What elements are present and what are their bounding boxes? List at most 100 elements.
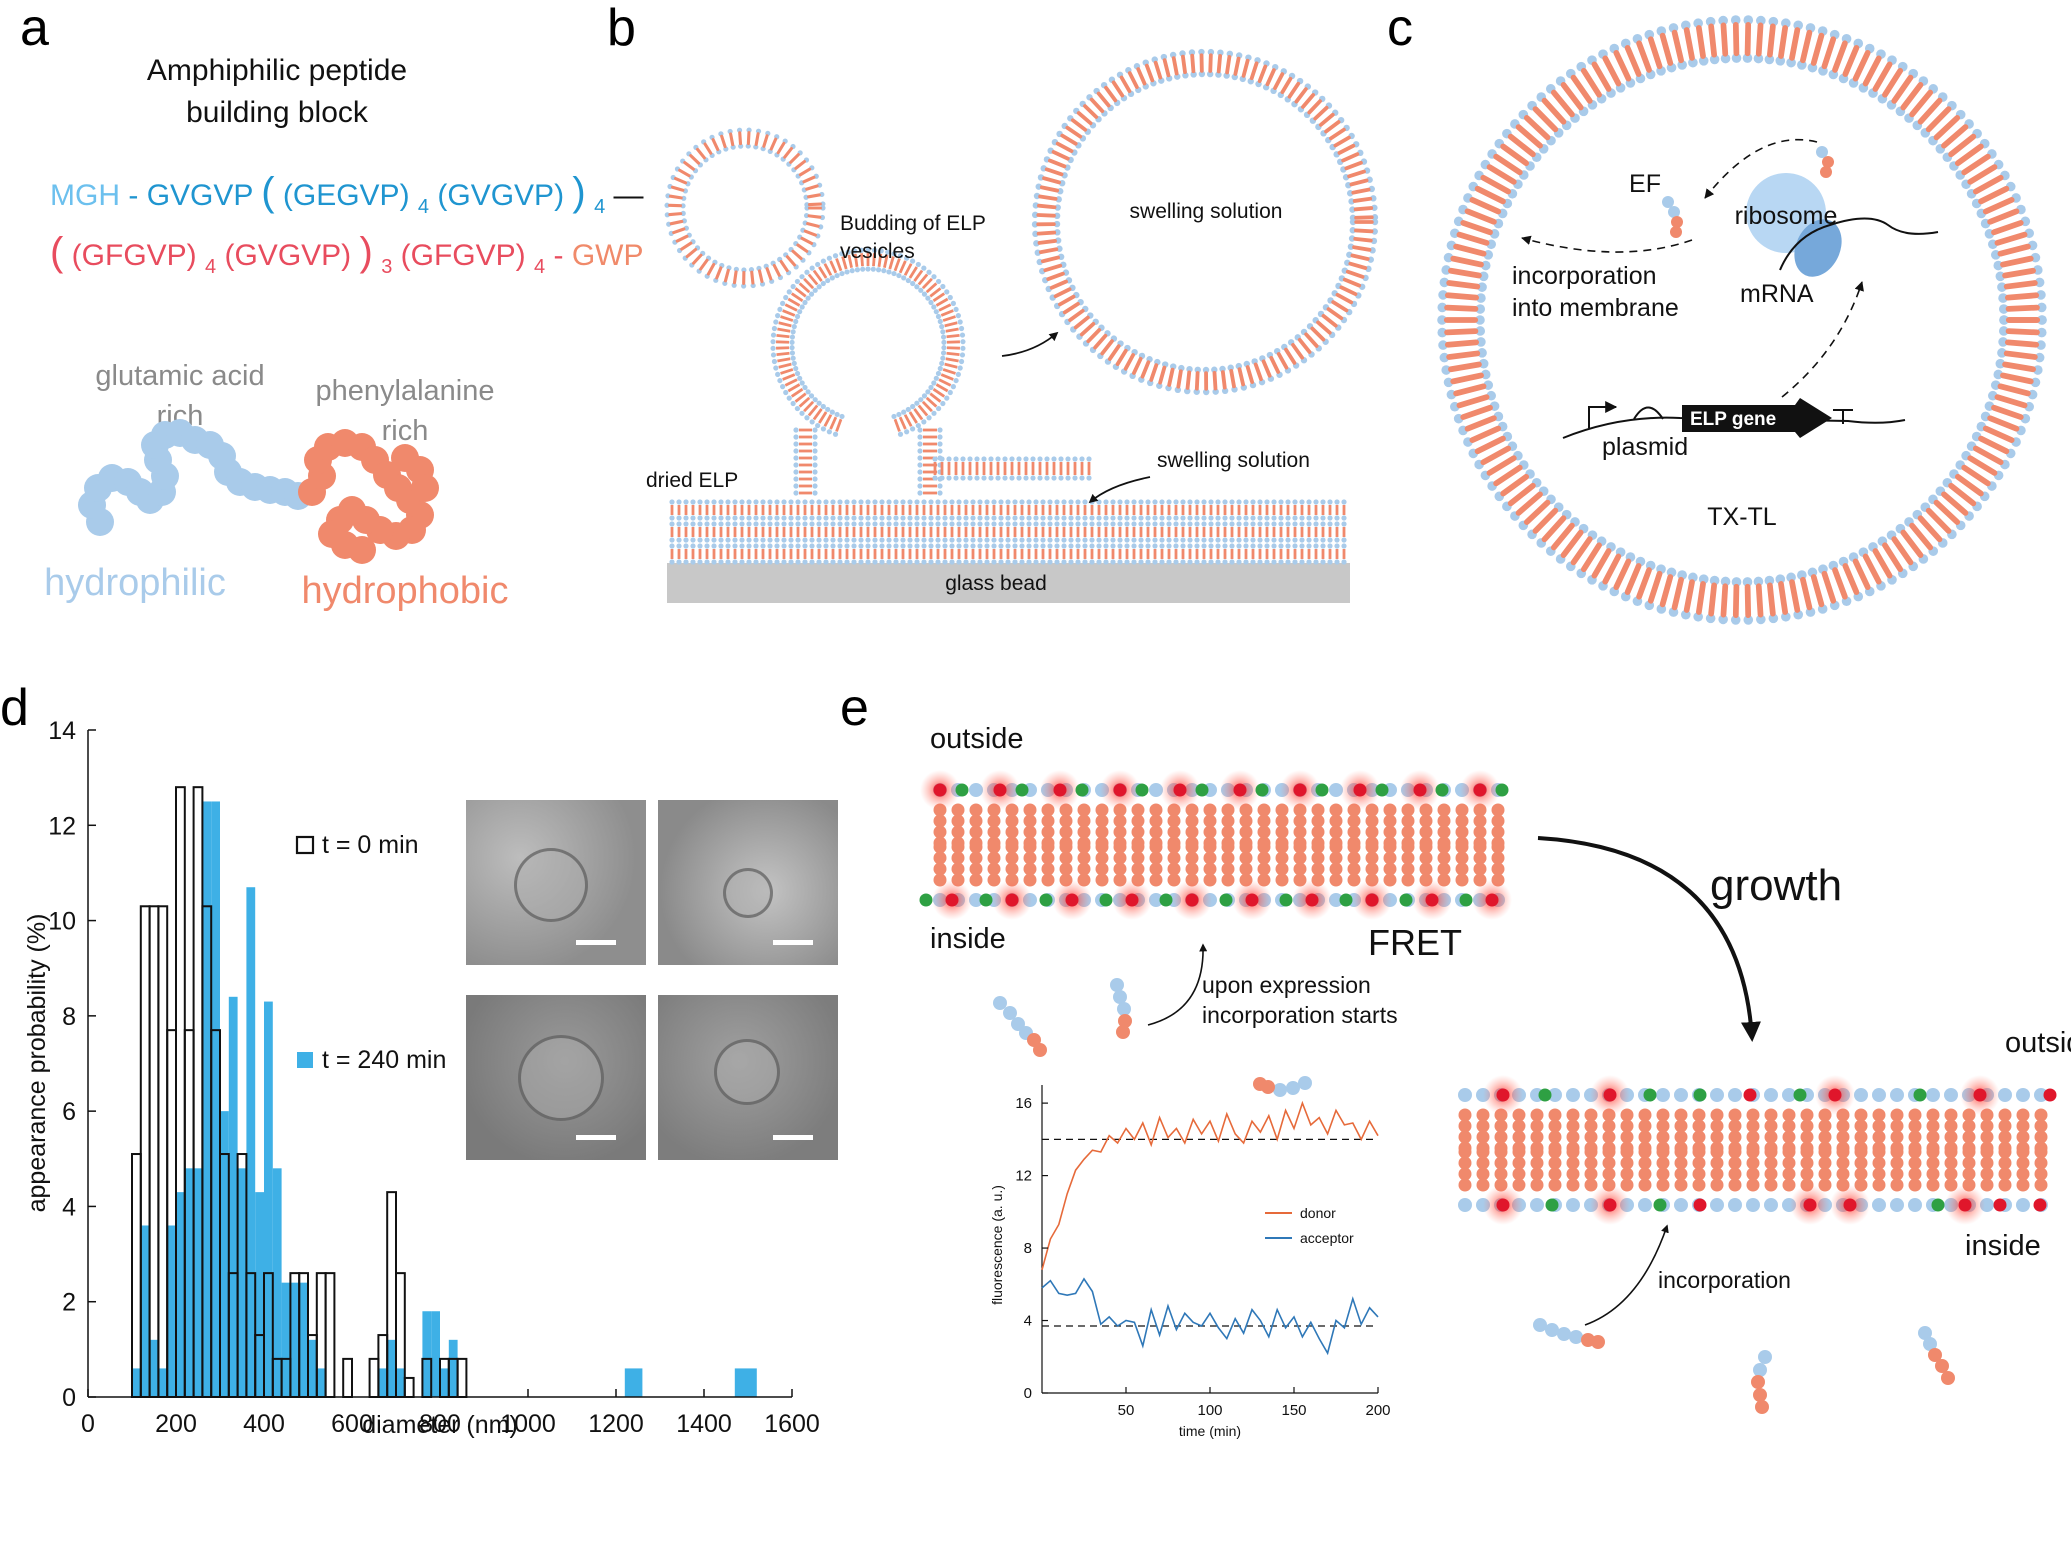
head-group	[2034, 277, 2045, 288]
hydrophobic-tail	[1744, 583, 1752, 619]
head-group	[1047, 559, 1053, 565]
hydrophobic-bead	[1944, 1130, 1958, 1144]
hydrophobic-bead	[1275, 814, 1289, 828]
hydrophobic-tail	[1613, 558, 1632, 590]
histogram-bar-t240	[387, 1339, 396, 1397]
hydrophobic-bead	[1419, 840, 1433, 854]
head-group	[809, 265, 815, 271]
hydrophobic-bead	[1311, 825, 1325, 839]
head-group	[1096, 515, 1102, 521]
hydrophobic-bead	[1239, 862, 1253, 876]
head-group	[809, 521, 815, 527]
hydrophobic-tail	[1123, 353, 1136, 371]
donor-dye	[1315, 783, 1329, 797]
hydrophobic-tail	[807, 273, 819, 286]
head-group	[837, 499, 843, 505]
histogram-bar-t0	[148, 905, 160, 1398]
hydrophobic-tail	[1339, 285, 1358, 296]
hydrophobic-tail	[1444, 328, 1479, 336]
head-group	[977, 543, 983, 549]
hydrophobic-tail	[932, 292, 946, 302]
head-group	[1040, 499, 1046, 505]
histogram-bar-t240	[734, 1368, 757, 1397]
head-group	[774, 521, 780, 527]
hydrophobic-tail	[1695, 581, 1706, 615]
hydrophobic-bead	[2034, 1108, 2048, 1122]
head-group	[1693, 18, 1703, 29]
head-group	[1229, 521, 1235, 527]
histogram-bar-t240	[140, 1225, 150, 1397]
sequence-line-1: MGH - GVGVP ( (GEGVP) 4 (GVGVP) ) 4 —	[50, 170, 644, 220]
hydrophobic-tail	[1297, 337, 1312, 354]
hydrophobic-bead	[1347, 873, 1361, 887]
y-tick-label: 16	[1015, 1095, 1032, 1112]
hydrophobic-tail	[1591, 61, 1612, 92]
head-group	[921, 291, 928, 297]
hydrophobic-bead	[1782, 1108, 1796, 1122]
head-group	[1775, 56, 1786, 66]
hydrophobic-bead	[1800, 1156, 1814, 1170]
head-group	[1054, 537, 1060, 543]
hydrophobic-tail	[913, 408, 924, 421]
head-group	[823, 537, 829, 543]
histogram-bar-t240	[378, 1368, 388, 1397]
hydrophobic-tail	[1474, 435, 1506, 455]
head-group	[963, 521, 969, 527]
hydrophobic-bead	[1980, 1156, 1994, 1170]
dried-elp-layer	[669, 543, 1347, 565]
head-group	[676, 499, 682, 505]
hydrophobic-bead	[1818, 1130, 1832, 1144]
hydrophobic-tail	[1862, 553, 1882, 585]
head-group	[1103, 543, 1109, 549]
head-group	[998, 543, 1004, 549]
head-group	[886, 515, 892, 521]
head-group	[1079, 456, 1085, 462]
acceptor-dye	[1828, 1088, 1842, 1102]
head-group	[1149, 783, 1163, 797]
head-group	[718, 515, 724, 521]
hydrophobic-bead	[1329, 814, 1343, 828]
hydrophobic-tail	[790, 292, 804, 302]
head-group	[1075, 521, 1081, 527]
head-group	[1180, 521, 1186, 527]
hydrophobic-tail	[1058, 294, 1076, 307]
hydrophobic-tail	[1253, 362, 1263, 382]
hydrophobic-tail	[1216, 53, 1223, 74]
head-group	[917, 434, 923, 440]
hydrophobic-bead	[348, 536, 376, 564]
head-group	[745, 143, 751, 149]
head-group	[793, 462, 799, 468]
head-group	[1371, 204, 1378, 211]
head-group	[1124, 537, 1130, 543]
hydrophobic-tail	[917, 273, 929, 286]
hydrophobic-bead	[1491, 862, 1505, 876]
head-group	[767, 559, 773, 565]
hydrophobic-bead	[1131, 862, 1145, 876]
head-group	[697, 499, 703, 505]
hydrophobic-bead	[1764, 1130, 1778, 1144]
hydrophobic-bead	[1041, 873, 1055, 887]
histogram-bar-t240	[448, 1339, 458, 1397]
hydrophobic-tail	[1115, 348, 1128, 366]
head-group	[725, 515, 731, 521]
head-group	[958, 358, 965, 365]
head-group	[963, 515, 969, 521]
head-group	[1103, 521, 1109, 527]
hydrophobic-tail	[777, 327, 791, 333]
head-group	[879, 521, 885, 527]
head-group	[1313, 499, 1319, 505]
head-group	[984, 521, 990, 527]
hydrophobic-tail	[723, 268, 730, 283]
head-group	[760, 515, 766, 521]
head-group	[858, 499, 864, 505]
hydrophobic-tail	[888, 256, 895, 270]
head-group	[795, 499, 801, 505]
head-group	[1292, 559, 1298, 565]
hydrophobic-bead	[1113, 862, 1127, 876]
seq2-sub-4b: 4	[534, 256, 545, 278]
head-group	[1061, 515, 1067, 521]
hydrophobic-tail	[1100, 339, 1114, 356]
head-group	[804, 202, 810, 208]
hydrophobic-bead	[1854, 1167, 1868, 1181]
head-group	[1166, 499, 1172, 505]
